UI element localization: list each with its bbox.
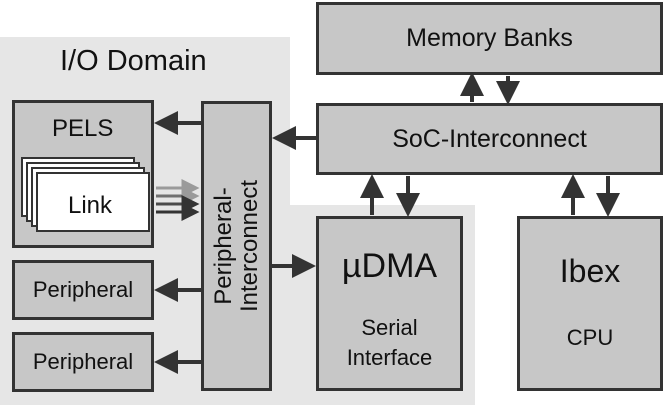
peripheral-box-1: Peripheral [12,260,154,320]
udma-box: µDMA Serial Interface [316,216,463,391]
io-domain-label: I/O Domain [60,45,207,77]
ibex-box: Ibex CPU [517,216,663,391]
memory-banks-label: Memory Banks [406,24,573,52]
memory-banks-box: Memory Banks [316,2,663,75]
udma-sub-line2: Interface [346,345,433,370]
peripheral-box-2: Peripheral [12,332,154,392]
pels-label: PELS [52,115,114,142]
udma-sub-line1: Serial [361,315,418,340]
link-stack [21,157,150,232]
soc-interconnect-box: SoC-Interconnect [316,103,663,175]
link-label-front: Link [68,192,113,219]
peripheral-label-2: Peripheral [32,349,134,374]
peripheral-interconnect-box: Peripheral- Interconnect [201,101,272,391]
ibex-title: Ibex [559,253,621,289]
peripheral-label-1: Peripheral [32,277,134,302]
udma-title: µDMA [341,247,438,285]
ibex-sub: CPU [566,325,614,350]
soc-interconnect-label: SoC-Interconnect [392,124,587,153]
